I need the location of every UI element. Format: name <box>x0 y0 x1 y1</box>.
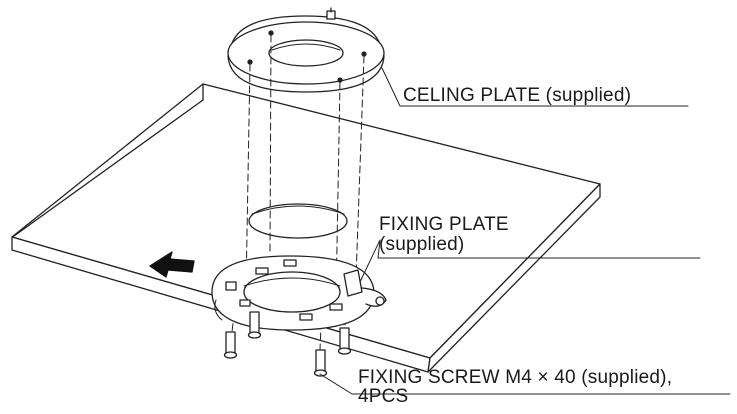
fixing-screw-label-line2: 4PCS <box>358 386 409 407</box>
fixing-plate-label-line1: FIXING PLATE <box>379 214 509 235</box>
fixing-screw-3 <box>313 349 328 377</box>
ceiling-plate <box>227 7 385 93</box>
fixing-screw-4 <box>337 327 352 355</box>
fixing-screw-2 <box>247 311 262 339</box>
fixing-screw-label-line1: FIXING SCREW M4 × 40 (supplied), <box>358 367 673 388</box>
fixing-screw-label: FIXING SCREW M4 × 40 (supplied), 4PCS <box>358 368 672 406</box>
ceiling-plate-label-text: CELING PLATE (supplied) <box>403 85 632 106</box>
fixing-screw-1 <box>223 331 238 359</box>
ceiling-opening <box>248 203 348 239</box>
fixing-plate-label: FIXING PLATE (supplied) <box>379 215 509 255</box>
ceiling-plate-label: CELING PLATE (supplied) <box>403 86 631 106</box>
arrow-left-icon <box>149 251 195 278</box>
fixing-screws <box>223 311 352 377</box>
fixing-plate-label-line2: (supplied) <box>379 234 465 255</box>
leader-lines <box>319 67 731 395</box>
